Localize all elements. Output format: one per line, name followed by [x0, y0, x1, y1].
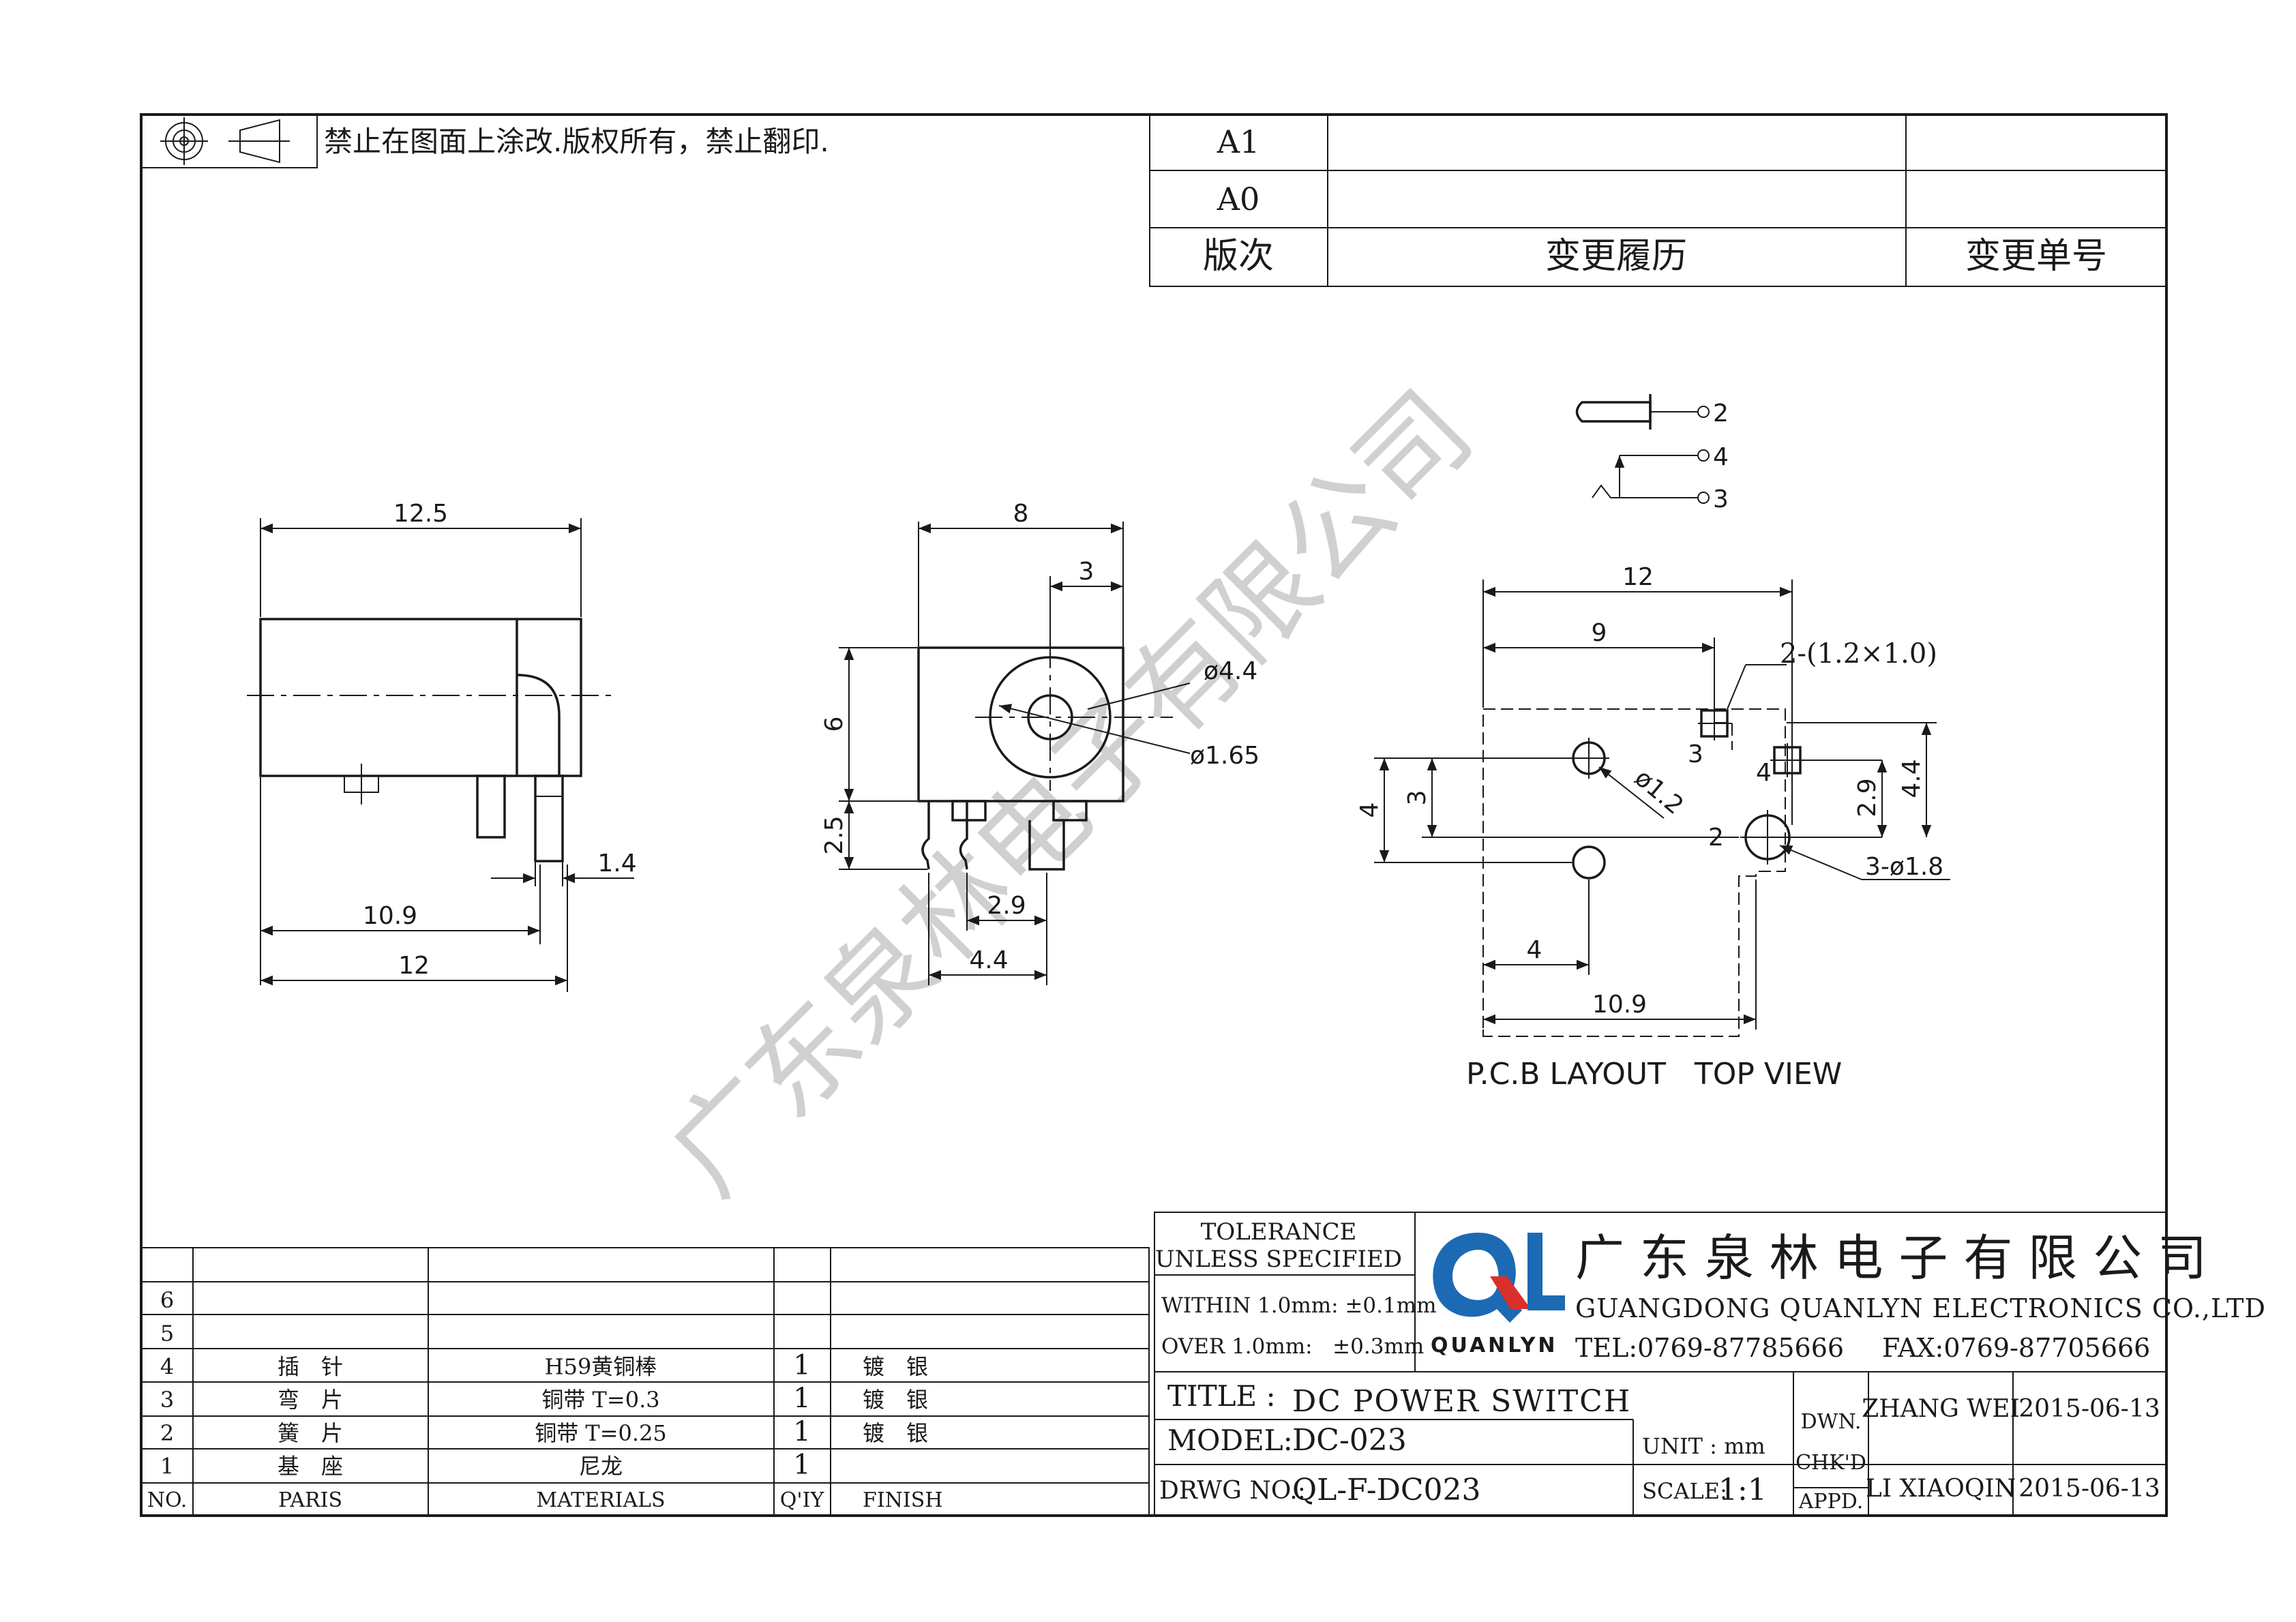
- model-label: MODEL:: [1167, 1424, 1293, 1457]
- front-dim-width: 8: [1013, 500, 1029, 528]
- front-dim-height: 6: [820, 717, 848, 732]
- revision-a1: A1: [1217, 123, 1260, 160]
- parts-header-no: NO.: [147, 1488, 188, 1512]
- parts-cell-no: 1: [160, 1454, 174, 1480]
- parts-cell-part: 弯 片: [278, 1387, 343, 1413]
- parts-header-qty: Q'IY: [780, 1488, 825, 1512]
- parts-header-material: MATERIALS: [536, 1488, 665, 1512]
- pcb-layout: 3 4 2 12 9 2-(1.2×1.0) 4 3 ø1.2 2.9 4.4: [1356, 563, 1950, 1092]
- scale-value: 1:1: [1718, 1473, 1767, 1507]
- front-dim-offset: 3: [1079, 558, 1094, 586]
- scale-label: SCALE:: [1642, 1478, 1727, 1504]
- pcb-dim-h3: 3: [1403, 790, 1431, 806]
- pcb-pin-label-4: 4: [1756, 759, 1772, 787]
- parts-cell-material: 铜带 T=0.25: [535, 1420, 667, 1446]
- tolerance-within: WITHIN 1.0mm: ±0.1mm: [1161, 1293, 1437, 1318]
- model-value: DC-023: [1292, 1423, 1407, 1458]
- revision-a0: A0: [1217, 181, 1260, 217]
- parts-cell-part: 簧 片: [278, 1420, 343, 1446]
- front-dim-p2: 4.4: [969, 946, 1008, 974]
- pcb-dim-total-width: 12: [1622, 563, 1654, 591]
- parts-header-finish: FINISH: [863, 1488, 942, 1512]
- parts-cell-part: 插 针: [278, 1353, 343, 1379]
- parts-cell-no: 4: [160, 1353, 174, 1379]
- parts-cell-qty: 1: [793, 1349, 810, 1381]
- drawn-by: ZHANG WEI: [1862, 1395, 2020, 1423]
- checked-by: LI XIAOQIN: [1866, 1475, 2016, 1503]
- pcb-dim-44: 4.4: [1898, 759, 1926, 798]
- side-dim-b: 12: [398, 952, 430, 980]
- side-dim-top: 12.5: [393, 500, 448, 528]
- quanlyn-logo: QUANLYN: [1431, 1233, 1565, 1357]
- parts-cell-part: 基 座: [278, 1454, 343, 1480]
- revision-header-history: 变更履历: [1545, 236, 1687, 277]
- dwn-label: DWN.: [1801, 1410, 1862, 1434]
- pcb-dim-29: 2.9: [1853, 778, 1881, 817]
- logo-text: QUANLYN: [1431, 1334, 1558, 1357]
- appd-label: APPD.: [1798, 1490, 1864, 1514]
- pcb-hole-note: ø1.2: [1629, 764, 1688, 820]
- tolerance-over: OVER 1.0mm: ±0.3mm: [1161, 1334, 1424, 1359]
- side-view: 12.5 1.4 10.9 12: [247, 500, 637, 992]
- side-dim-a: 10.9: [363, 902, 417, 930]
- chkd-label: CHK'D: [1795, 1451, 1866, 1475]
- watermark: 广东泉林电子有限公司: [646, 368, 1496, 1218]
- drwg-value: QL-F-DC023: [1292, 1473, 1481, 1507]
- parts-cell-finish: 镀 银: [863, 1420, 928, 1446]
- schematic-pin-4: 4: [1713, 443, 1729, 471]
- title-value: DC POWER SWITCH: [1292, 1384, 1631, 1419]
- date-checked: 2015-06-13: [2018, 1475, 2160, 1503]
- pcb-dim-109: 10.9: [1592, 991, 1647, 1019]
- pcb-dim-9: 9: [1592, 619, 1607, 647]
- pcb-slot-note: 2-(1.2×1.0): [1780, 638, 1937, 670]
- parts-cell-no: 5: [160, 1321, 174, 1347]
- schematic-pin-2: 2: [1713, 400, 1729, 427]
- parts-header-part: PARIS: [278, 1488, 342, 1512]
- parts-table: 6 5 4 插 针 H59黄铜棒 1 镀 银 3 弯 片 铜带 T=0.3 1 镀 银 2 簧 片 铜带 T…: [140, 1247, 1150, 1516]
- pcb-dim-4: 4: [1527, 936, 1542, 964]
- title-label: TITLE :: [1167, 1379, 1276, 1413]
- parts-cell-no: 6: [160, 1287, 174, 1313]
- front-view: 8 3 6 2.5 ø4.4 ø1.65 2.9 4.4: [820, 500, 1259, 985]
- drwg-label: DRWG NO.:: [1159, 1477, 1306, 1505]
- parts-cell-no: 3: [160, 1387, 174, 1413]
- pcb-caption: P.C.B LAYOUT TOP VIEW: [1466, 1057, 1842, 1092]
- parts-cell-material: H59黄铜棒: [545, 1353, 657, 1379]
- front-dim-pin-height: 2.5: [820, 815, 848, 854]
- parts-cell-material: 铜带 T=0.3: [541, 1387, 659, 1413]
- jack-schematic: 2 4 3: [1575, 394, 1729, 513]
- tolerance-title-1: TOLERANCE: [1201, 1218, 1357, 1246]
- date-drawn: 2015-06-13: [2018, 1395, 2160, 1423]
- company-name-cn: 广 东 泉 林 电 子 有 限 公 司: [1575, 1229, 2207, 1287]
- company-fax: FAX:0769-87705666: [1882, 1333, 2150, 1363]
- pcb-hole-note-2: 3-ø1.8: [1865, 853, 1943, 881]
- notice-box: 禁止在图面上涂改.版权所有，禁止翻印.: [140, 114, 829, 168]
- parts-cell-no: 2: [160, 1420, 174, 1446]
- tolerance-title-2: UNLESS SPECIFIED: [1155, 1246, 1402, 1273]
- front-dim-pin-dia: ø1.65: [1190, 742, 1259, 770]
- revision-header-number: 变更单号: [1965, 236, 2107, 277]
- front-dim-bore: ø4.4: [1204, 657, 1257, 685]
- projection-symbol-icon: [160, 117, 290, 165]
- parts-cell-material: 尼龙: [579, 1454, 623, 1480]
- revision-table: A1 A0 版次 变更履历 变更单号: [1149, 114, 2167, 287]
- front-dim-p1: 2.9: [987, 892, 1026, 920]
- side-dim-pin: 1.4: [597, 850, 636, 877]
- parts-cell-finish: 镀 银: [863, 1353, 928, 1379]
- revision-header-rev: 版次: [1203, 236, 1274, 277]
- copyright-notice: 禁止在图面上涂改.版权所有，禁止翻印.: [324, 125, 829, 158]
- company-tel: TEL:0769-87785666: [1575, 1333, 1844, 1363]
- pcb-pin-label-3: 3: [1688, 740, 1703, 768]
- title-block: TOLERANCE UNLESS SPECIFIED WITHIN 1.0mm:…: [1154, 1212, 2266, 1516]
- parts-cell-qty: 1: [793, 1450, 810, 1481]
- company-name-en: GUANGDONG QUANLYN ELECTRONICS CO.,LTD: [1575, 1293, 2266, 1323]
- pcb-dim-h4: 4: [1356, 802, 1384, 818]
- unit-label: UNIT : mm: [1642, 1433, 1765, 1459]
- schematic-pin-3: 3: [1713, 485, 1729, 513]
- parts-cell-finish: 镀 银: [863, 1387, 928, 1413]
- parts-cell-qty: 1: [793, 1383, 810, 1414]
- parts-cell-qty: 1: [793, 1416, 810, 1447]
